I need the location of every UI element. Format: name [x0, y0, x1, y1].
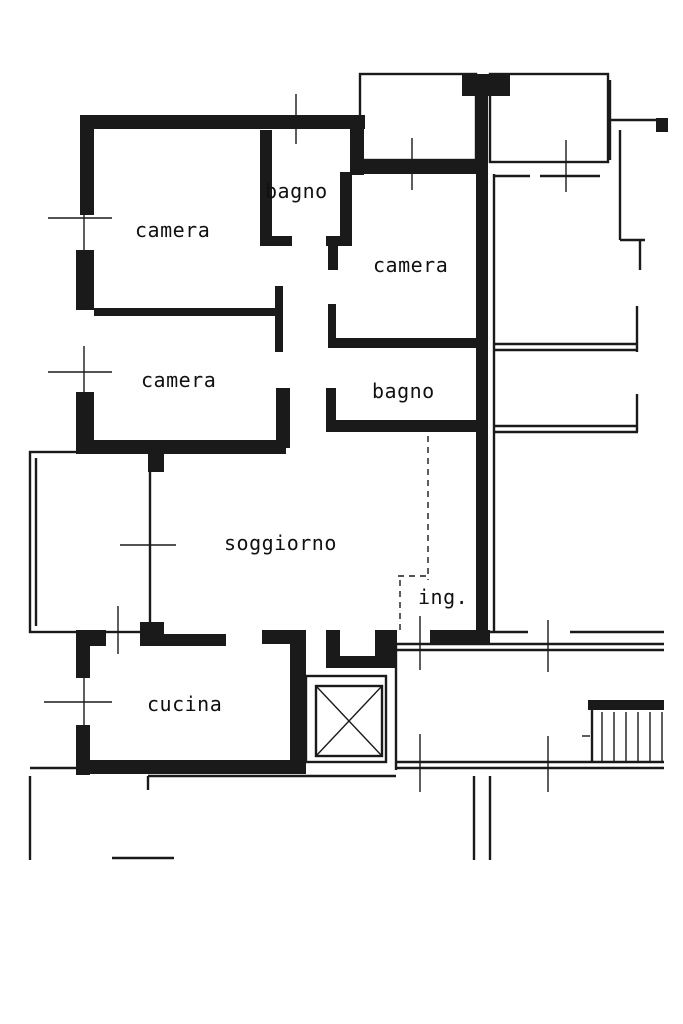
- room-label-camera-top-right: camera: [373, 253, 448, 277]
- exterior-walls: [76, 74, 510, 775]
- room-label-cucina: cucina: [147, 692, 222, 716]
- room-label-camera-mid-left: camera: [141, 368, 216, 392]
- room-label-camera-top-left: camera: [135, 218, 210, 242]
- room-label-bagno-top: bagno: [265, 179, 328, 203]
- room-label-ingresso: ing.: [418, 585, 468, 609]
- thin-walls: [28, 72, 668, 860]
- room-label-soggiorno: soggiorno: [224, 531, 337, 555]
- window-marks: [44, 94, 590, 792]
- room-label-bagno-mid: bagno: [372, 379, 435, 403]
